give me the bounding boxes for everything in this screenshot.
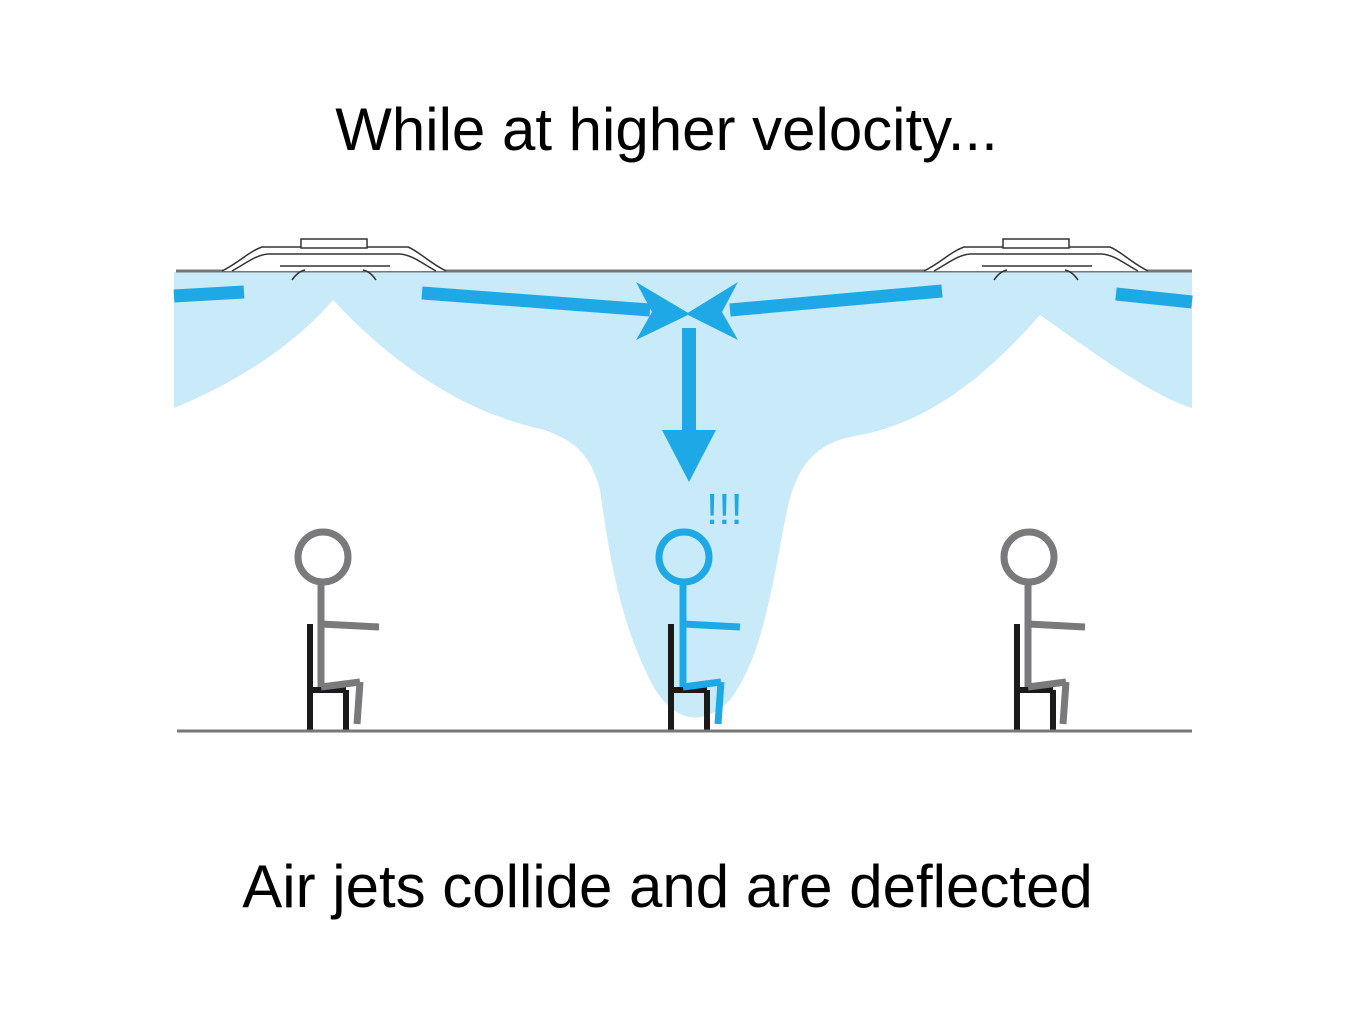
- air-jet-arrows: [173, 282, 1193, 482]
- ceiling-diffuser-icon: [221, 238, 447, 281]
- chair-icon: [307, 624, 349, 730]
- diagram-caption: Air jets collide and are deflected: [242, 853, 1093, 920]
- air-jet-right-edge: [1115, 287, 1193, 309]
- air-jet-left-edge: [173, 285, 245, 303]
- person-seated-icon: [294, 528, 380, 725]
- air-jet-arrow-icon: [662, 430, 716, 482]
- air-plume-zone: [174, 272, 1192, 718]
- air-jet-arrow-icon: [686, 282, 738, 340]
- chair-icon: [1014, 624, 1056, 730]
- chair-icon: [668, 624, 710, 730]
- ceiling-diffuser-icon: [923, 238, 1149, 281]
- air-jet-arrow-icon: [636, 282, 690, 340]
- diagram-title: While at higher velocity...: [335, 96, 998, 163]
- person-left: [294, 528, 380, 730]
- alert-exclamation: !!!: [706, 485, 743, 534]
- person-right: [1000, 528, 1086, 730]
- person-seated-icon: [655, 528, 741, 725]
- person-seated-icon: [1000, 528, 1086, 725]
- person-middle-affected: [655, 528, 741, 730]
- air-jet-from-left: [421, 286, 651, 317]
- air-jet-from-right: [729, 284, 943, 317]
